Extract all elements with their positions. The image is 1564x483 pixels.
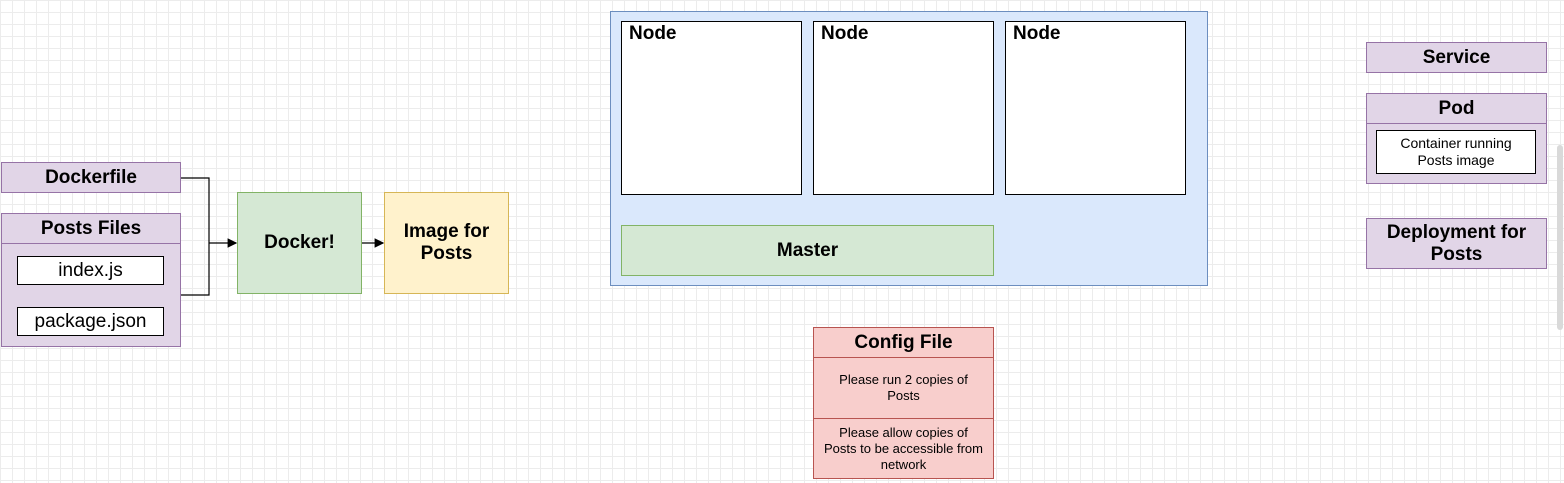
master-label: Master bbox=[776, 239, 839, 261]
posts-files-connector bbox=[181, 243, 210, 296]
image-label: Image for Posts bbox=[403, 221, 490, 264]
vertical-scrollbar[interactable] bbox=[1557, 145, 1563, 330]
config-file-box[interactable]: Config File Please run 2 copies of Posts… bbox=[813, 327, 994, 479]
config-divider bbox=[814, 418, 993, 419]
dockerfile-connector bbox=[181, 177, 210, 243]
container-label: Container running Posts image bbox=[1400, 135, 1512, 168]
file-item-label: package.json bbox=[34, 310, 147, 332]
file-item[interactable]: index.js bbox=[17, 256, 164, 285]
pod-label: Pod bbox=[1438, 97, 1475, 119]
dockerfile-box[interactable]: Dockerfile bbox=[1, 162, 181, 193]
config-divider bbox=[814, 357, 993, 358]
node-box[interactable]: Node bbox=[813, 21, 994, 195]
file-item[interactable]: package.json bbox=[17, 307, 164, 336]
file-item-label: index.js bbox=[58, 259, 123, 281]
dockerfile-label: Dockerfile bbox=[45, 166, 137, 188]
docker-label: Docker! bbox=[264, 232, 335, 253]
config-item-text: Please run 2 copies of Posts bbox=[839, 372, 968, 403]
node-label: Node bbox=[1013, 23, 1061, 44]
posts-files-header: Posts Files bbox=[2, 214, 180, 244]
docker-box[interactable]: Docker! bbox=[237, 192, 362, 294]
master-box[interactable]: Master bbox=[621, 225, 994, 276]
container-box[interactable]: Container running Posts image bbox=[1376, 130, 1536, 174]
config-file-label: Config File bbox=[854, 331, 953, 353]
config-file-header: Config File bbox=[814, 328, 993, 357]
deployment-label: Deployment for Posts bbox=[1386, 221, 1527, 265]
pod-header: Pod bbox=[1367, 94, 1546, 124]
node-label: Node bbox=[821, 23, 869, 44]
node-box[interactable]: Node bbox=[621, 21, 802, 195]
deployment-box[interactable]: Deployment for Posts bbox=[1366, 218, 1547, 269]
posts-files-label: Posts Files bbox=[40, 217, 142, 239]
service-box[interactable]: Service bbox=[1366, 42, 1547, 73]
node-label: Node bbox=[629, 23, 677, 44]
image-box[interactable]: Image for Posts bbox=[384, 192, 509, 294]
config-item-text: Please allow copies of Posts to be acces… bbox=[824, 424, 983, 472]
config-item: Please allow copies of Posts to be acces… bbox=[814, 419, 993, 478]
service-label: Service bbox=[1422, 46, 1491, 68]
config-item: Please run 2 copies of Posts bbox=[814, 358, 993, 418]
node-box[interactable]: Node bbox=[1005, 21, 1186, 195]
